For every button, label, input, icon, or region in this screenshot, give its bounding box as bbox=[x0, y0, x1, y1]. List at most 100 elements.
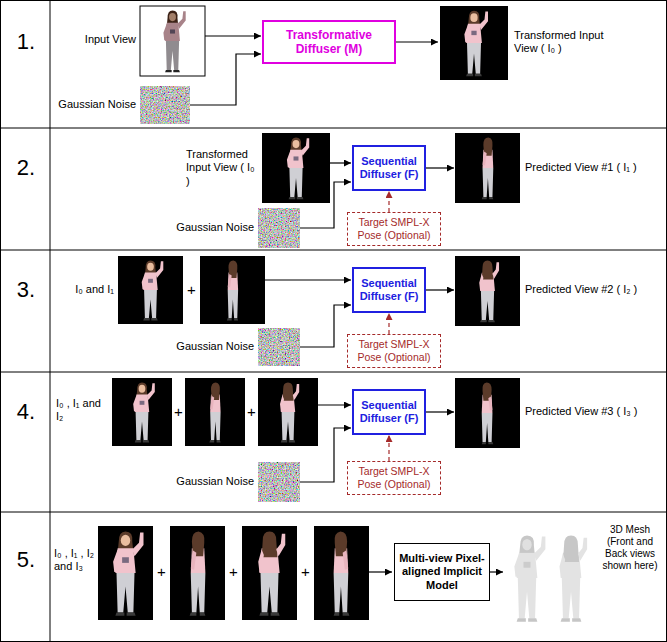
flow-arrow bbox=[190, 54, 261, 105]
image-label: Transformed Input View ( I₀ ) bbox=[186, 148, 258, 188]
box-text: Target SMPL-X Pose (Optional) bbox=[352, 338, 436, 363]
pose-box: Target SMPL-X Pose (Optional) bbox=[347, 334, 441, 368]
diffuser-box: Sequential Diffuser (F) bbox=[352, 389, 426, 435]
dashed-arrow bbox=[388, 313, 389, 334]
person-figure bbox=[280, 382, 299, 442]
plus-sign: + bbox=[155, 563, 169, 581]
box-text: Sequential Diffuser (F) bbox=[358, 399, 420, 425]
mesh-back bbox=[560, 535, 588, 621]
flow-arrow bbox=[369, 571, 392, 572]
person-figure bbox=[209, 382, 220, 442]
output-label: 3D Mesh (Front and Back views shown here… bbox=[596, 524, 664, 572]
row-divider bbox=[0, 372, 667, 373]
image-label: I₀ , I₁ , I₂ and I₃ bbox=[54, 547, 96, 573]
box-text: Transformative Diffuser (M) bbox=[268, 28, 390, 57]
input-figure bbox=[163, 10, 185, 72]
plus-sign: + bbox=[245, 403, 259, 421]
row-divider bbox=[0, 128, 667, 129]
box-text: Sequential Diffuser (F) bbox=[358, 155, 420, 181]
flow-arrow bbox=[426, 167, 454, 168]
diffuser-box: Sequential Diffuser (F) bbox=[352, 145, 426, 191]
step-number: 5. bbox=[6, 547, 46, 573]
column-divider bbox=[50, 0, 51, 642]
step-number: 4. bbox=[6, 399, 46, 425]
person-figure bbox=[479, 260, 499, 322]
model-box: Multi-view Pixel-aligned Implicit Model bbox=[394, 543, 490, 601]
box-text: Multi-view Pixel-aligned Implicit Model bbox=[399, 552, 485, 592]
box-text: Sequential Diffuser (F) bbox=[358, 277, 420, 303]
plus-sign: + bbox=[172, 403, 186, 421]
image-label: Gaussian Noise bbox=[54, 98, 136, 111]
flow-arrow bbox=[426, 289, 454, 290]
step-number: 2. bbox=[6, 155, 46, 181]
diffuser-box: Sequential Diffuser (F) bbox=[352, 267, 426, 313]
noise-image bbox=[258, 462, 300, 502]
image-label: I₀ and I₁ bbox=[58, 283, 114, 296]
flow-arrow bbox=[490, 571, 503, 572]
noise-image bbox=[258, 328, 300, 366]
input-image bbox=[140, 6, 205, 76]
flow-arrow bbox=[300, 305, 351, 347]
pose-box: Target SMPL-X Pose (Optional) bbox=[347, 212, 441, 246]
flow-arrow bbox=[205, 35, 261, 36]
output-image bbox=[440, 6, 508, 80]
person-figure bbox=[482, 137, 494, 199]
noise-image bbox=[140, 86, 190, 124]
output-label: Predicted View #2 ( I₂ ) bbox=[525, 283, 663, 296]
person-figure bbox=[227, 260, 238, 320]
output-image bbox=[455, 133, 520, 203]
flow-arrow bbox=[396, 41, 438, 42]
plus-sign: + bbox=[185, 281, 199, 299]
plus-sign: + bbox=[299, 563, 313, 581]
step-number: 1. bbox=[6, 29, 46, 55]
mesh-front bbox=[514, 535, 545, 621]
person-figure bbox=[113, 531, 143, 615]
view-image bbox=[112, 378, 172, 446]
person-figure bbox=[133, 382, 155, 442]
person-figure bbox=[464, 11, 488, 77]
pose-box: Target SMPL-X Pose (Optional) bbox=[347, 461, 441, 495]
image-label: Gaussian Noise bbox=[172, 340, 254, 353]
person-figure bbox=[287, 137, 309, 199]
person-figure bbox=[334, 531, 350, 615]
person-figure bbox=[258, 531, 285, 615]
view-image bbox=[200, 256, 265, 324]
output-label: Predicted View #3 ( I₃ ) bbox=[525, 405, 663, 418]
output-image bbox=[455, 256, 520, 326]
view-image bbox=[242, 526, 297, 620]
step-number: 3. bbox=[6, 277, 46, 303]
view-image bbox=[170, 526, 225, 620]
box-text: Target SMPL-X Pose (Optional) bbox=[352, 216, 436, 241]
row-divider bbox=[0, 512, 667, 513]
box-text: Target SMPL-X Pose (Optional) bbox=[352, 465, 436, 490]
output-image bbox=[455, 378, 520, 448]
noise-image bbox=[258, 208, 300, 248]
output-label: Transformed Input View ( I₀ ) bbox=[514, 29, 618, 55]
diffuser-box: Transformative Diffuser (M) bbox=[262, 20, 396, 64]
view-image bbox=[118, 256, 183, 324]
view-image bbox=[258, 378, 318, 446]
person-figure bbox=[482, 382, 494, 444]
flow-arrow bbox=[300, 428, 351, 482]
view-image bbox=[185, 378, 245, 446]
flow-arrow bbox=[426, 411, 454, 412]
dashed-arrow bbox=[388, 435, 389, 461]
person-figure bbox=[142, 260, 164, 320]
flow-arrow bbox=[300, 182, 351, 228]
person-figure bbox=[190, 531, 206, 615]
output-label: Predicted View #1 ( I₁ ) bbox=[525, 161, 663, 174]
image-label: Input View bbox=[62, 33, 136, 46]
image-label: I₀ , I₁ and I₂ bbox=[56, 397, 108, 423]
view-image bbox=[314, 526, 369, 620]
row-divider bbox=[0, 250, 667, 251]
image-label: Gaussian Noise bbox=[172, 221, 254, 234]
view-image bbox=[98, 526, 153, 620]
flow-arrow bbox=[265, 279, 351, 280]
flow-arrow bbox=[318, 404, 351, 405]
dashed-arrow bbox=[388, 191, 389, 212]
plus-sign: + bbox=[227, 563, 241, 581]
image-label: Gaussian Noise bbox=[172, 475, 254, 488]
